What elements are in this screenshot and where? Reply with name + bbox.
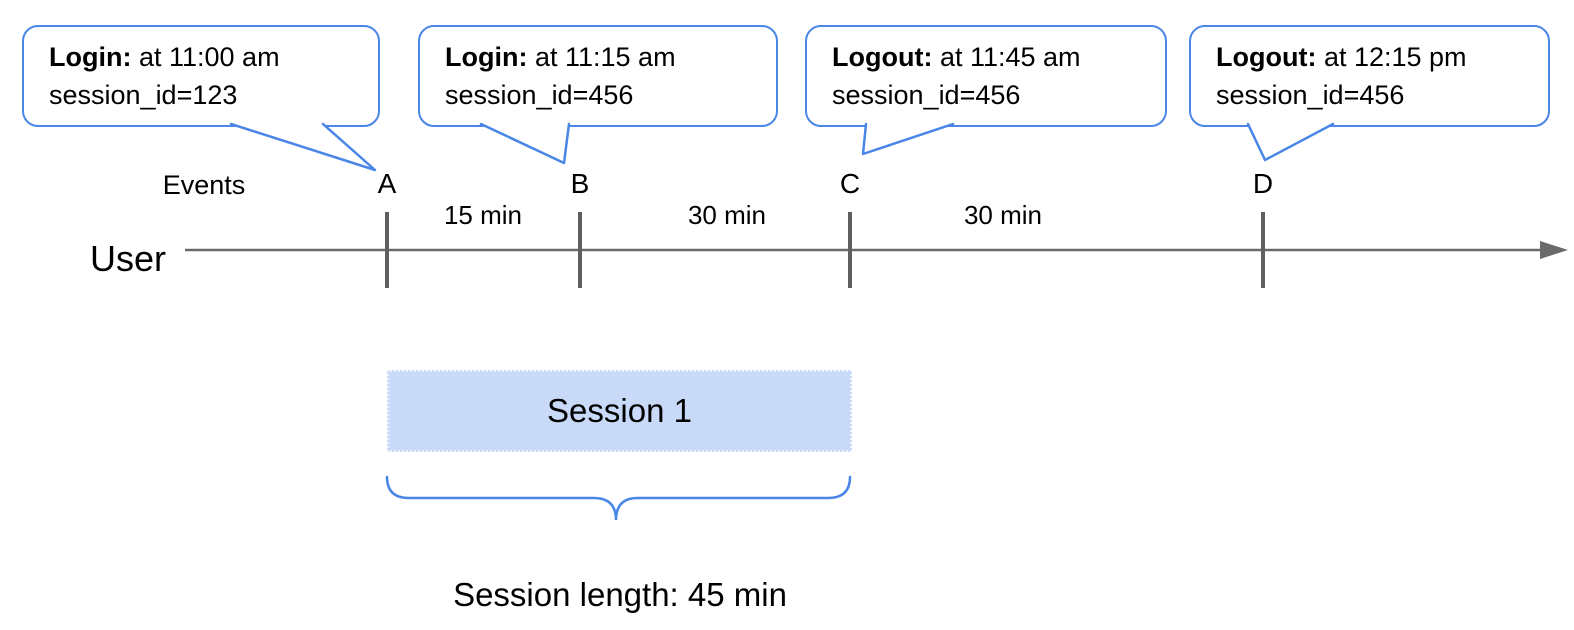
bubble-line-2: session_id=456 [1216, 80, 1405, 110]
event-bubble-d: Logout: at 12:15 pm session_id=456 [1189, 25, 1550, 127]
event-letter-a: A [377, 168, 397, 199]
session-length-label: Session length: 45 min [453, 576, 787, 613]
event-time-label: at 11:00 am [131, 42, 280, 72]
event-time-label: at 12:15 pm [1316, 42, 1467, 72]
interval-label-ab: 15 min [443, 200, 523, 230]
events-row-label: Events [162, 170, 246, 200]
event-letter-d: D [1252, 168, 1274, 199]
bubble-line-2: session_id=456 [445, 80, 634, 110]
event-bubble-a: Login: at 11:00 am session_id=123 [22, 25, 380, 127]
bubble-line-1: Logout: at 11:45 am [832, 38, 1157, 76]
session-1-box: Session 1 [387, 370, 852, 452]
event-type-label: Logout: [832, 42, 933, 72]
timeline-arrowhead-icon [1540, 241, 1568, 259]
bubble-tail-d [1246, 122, 1335, 162]
interval-label-cd: 30 min [963, 200, 1043, 230]
event-letter-c: C [839, 168, 861, 199]
event-type-label: Login: [445, 42, 528, 72]
session-brace [385, 475, 852, 521]
event-type-label: Logout: [1216, 42, 1317, 72]
user-row-label: User [90, 238, 167, 279]
interval-label-bc: 30 min [687, 200, 767, 230]
bubble-tail-a [229, 122, 377, 172]
event-time-label: at 11:15 am [527, 42, 676, 72]
bubble-line-1: Login: at 11:15 am [445, 38, 768, 76]
bubble-line-2: session_id=123 [49, 80, 238, 110]
event-time-label: at 11:45 am [932, 42, 1081, 72]
bubble-line-1: Login: at 11:00 am [49, 38, 370, 76]
event-bubble-c: Logout: at 11:45 am session_id=456 [805, 25, 1167, 127]
bubble-line-2: session_id=456 [832, 80, 1021, 110]
bubble-tail-b [479, 122, 571, 165]
event-type-label: Login: [49, 42, 132, 72]
bubble-tail-c [861, 122, 955, 156]
event-letter-b: B [570, 168, 590, 199]
bubble-line-1: Logout: at 12:15 pm [1216, 38, 1540, 76]
event-bubble-b: Login: at 11:15 am session_id=456 [418, 25, 778, 127]
